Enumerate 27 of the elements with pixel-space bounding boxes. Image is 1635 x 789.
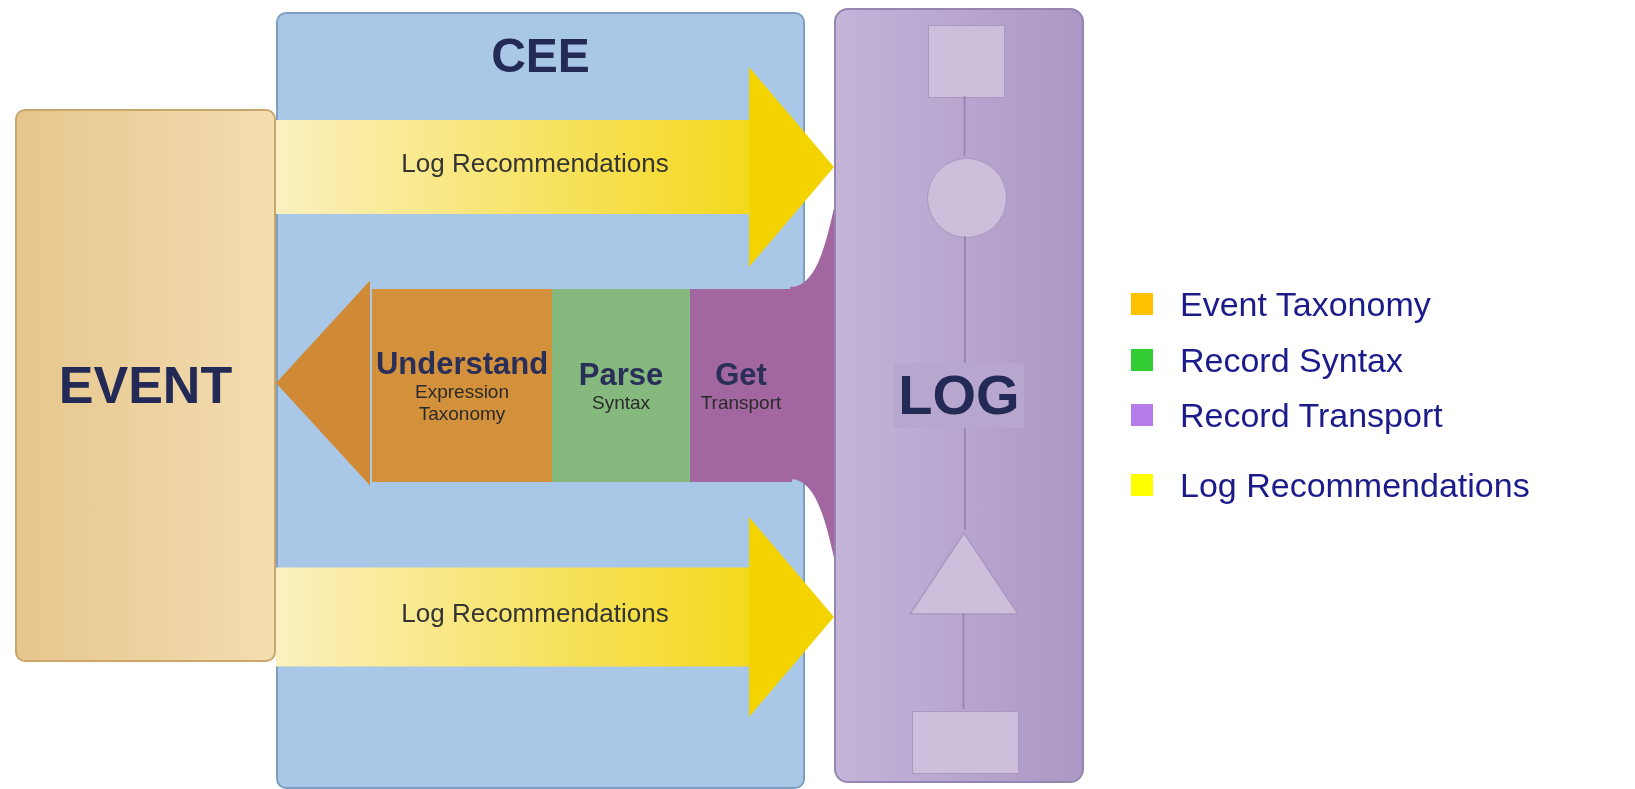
understand-segment [372,289,552,482]
triangle-shape [909,532,1019,615]
panel-title: EVENT [58,355,233,416]
legend-label: Record Syntax [1180,340,1403,380]
segment-heading: Parse [578,356,664,393]
square-shape [912,711,1019,774]
arrow [275,280,371,486]
segment-heading: Get [715,356,767,393]
parse-segment [552,289,690,482]
log-panel [834,8,1084,783]
edge-label: Log Recommendations [401,597,669,629]
legend-label: Record Transport [1180,395,1443,435]
connector-band [790,208,834,558]
arrow [276,517,834,717]
event-panel [15,109,276,662]
arrow [276,67,834,267]
legend-label: Event Taxonomy [1180,284,1431,324]
get-segment [690,289,792,482]
legend-label: Log Recommendations [1180,465,1530,505]
segment-subtext: Transport [700,392,782,415]
segment-subtext: Syntax [591,392,651,415]
panel-title: LOG [894,363,1024,428]
segment-subtext: Expression Taxonomy [414,381,510,426]
edge-label: Log Recommendations [401,147,669,179]
segment-heading: Understand [375,345,549,382]
panel-title: CEE [491,28,590,84]
square-shape [928,25,1005,98]
